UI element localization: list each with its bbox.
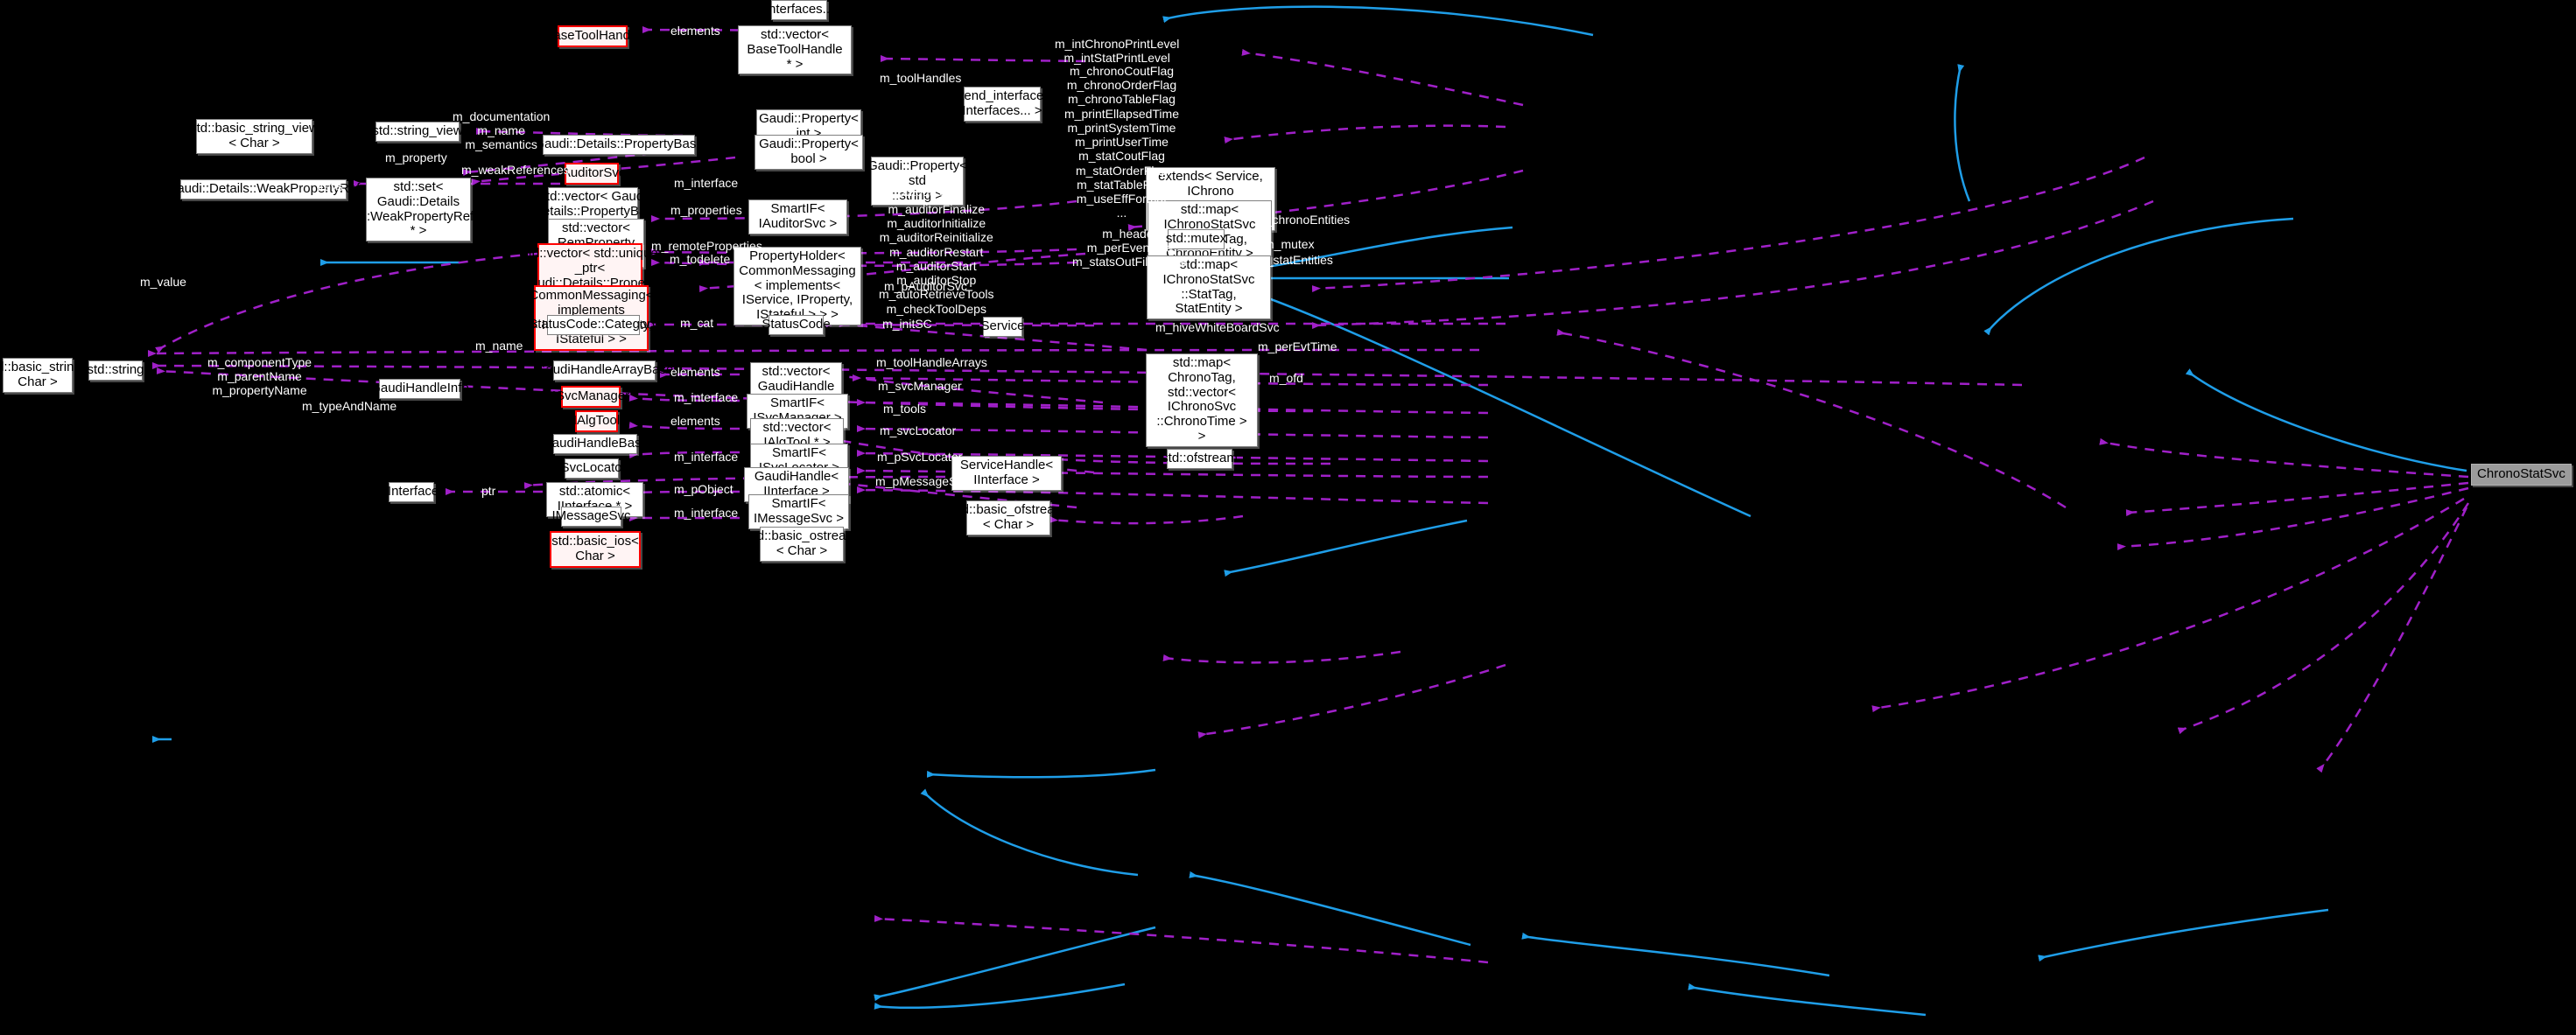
edge-label-lbl_ofd: m_ofd — [1269, 371, 1303, 385]
edge-label-lbl_properties: m_properties — [670, 203, 742, 217]
edge-label-lbl_initsc: m_initSC — [882, 317, 932, 331]
edge-label-lbl_remoteproperties: m_remoteProperties — [651, 239, 762, 253]
class-node-gaudihandlearraybase[interactable]: GaudiHandleArrayBase — [536, 360, 673, 381]
edge-label-lbl_ptr: ptr — [481, 484, 496, 498]
edge-label-lbl_weakreferences: m_weakReferences — [461, 163, 570, 177]
class-node-set_weakpropertyref[interactable]: std::set< Gaudi::Details::WeakPropertyRe… — [363, 178, 474, 242]
class-node-basic_ofstream[interactable]: std::basic_ofstream< Char > — [951, 500, 1065, 535]
class-node-imessagesvc[interactable]: IMessageSvc — [551, 507, 631, 527]
class-node-ofstream[interactable]: std::ofstream — [1162, 449, 1238, 469]
edge-label-lbl_statentities: m_statEntities — [1256, 253, 1333, 267]
class-node-chronostatsvc[interactable]: ChronoStatSvc — [2471, 464, 2572, 486]
class-node-servicehandle_iinterface[interactable]: ServiceHandle< IInterface > — [951, 456, 1062, 491]
class-node-statuscode[interactable]: StatusCode — [762, 315, 831, 335]
class-node-map_stattag_statentity[interactable]: std::map< IChronoStatSvc::StatTag, StatE… — [1147, 255, 1271, 320]
class-node-mutex[interactable]: std::mutex — [1166, 229, 1226, 249]
class-node-property_bool[interactable]: Gaudi::Property< bool > — [755, 135, 863, 170]
edge-label-lbl_interface_svcmgr: m_interface — [674, 390, 739, 404]
edge-label-lbl_pauditorsvc: m_pAuditorSvc — [884, 279, 967, 293]
edge-label-lbl_perevttime: m_perEvtTime — [1258, 339, 1337, 353]
class-node-basetoolhandle[interactable]: BaseToolHandle — [544, 25, 641, 47]
edge-label-lbl_interface_svcloc: m_interface — [674, 450, 739, 464]
class-node-property_string[interactable]: Gaudi::Property< std::string > — [867, 157, 967, 206]
edge-label-lbl_interface_msgsvc: m_interface — [674, 506, 739, 520]
class-node-propertyholder[interactable]: PropertyHolder< CommonMessaging< impleme… — [733, 247, 861, 325]
class-node-isvcmanager[interactable]: ISvcManager — [552, 386, 629, 408]
inheritance-edges — [152, 5, 2467, 1017]
edge-label-lbl_value: m_value — [140, 275, 186, 289]
class-node-basic_string_char[interactable]: std::basic_string<Char > — [0, 358, 89, 393]
edge-label-lbl_typeandname: m_typeAndName — [302, 399, 397, 413]
edge-label-lbl_toolhandles: m_toolHandles — [880, 71, 962, 85]
class-node-interfaces[interactable]: Interfaces... — [765, 0, 833, 20]
class-node-weakpropertyref[interactable]: Gaudi::Details::WeakPropertyRef — [167, 179, 360, 199]
class-node-ialgtool[interactable]: IAlgTool — [573, 410, 620, 432]
class-node-iauditorsvc[interactable]: IAuditorSvc — [558, 163, 625, 185]
class-node-string_view[interactable]: std::string_view — [372, 122, 463, 142]
edge-label-lbl_name: m_name — [475, 339, 523, 353]
class-node-gaudihandlebase[interactable]: GaudiHandleBase — [542, 434, 649, 454]
edge-label-lbl_outputlevel: m_outputLevel — [881, 185, 962, 199]
class-node-string[interactable]: std::string — [87, 360, 144, 381]
edge-label-lbl_elements_top: elements — [670, 24, 720, 38]
edge-label-lbl_mutex: m_mutex — [1264, 237, 1315, 251]
class-node-service[interactable]: Service — [980, 317, 1025, 337]
edge-label-lbl_chronoentities: m_chronoEntities — [1255, 213, 1351, 227]
class-node-map_chronotag_vector[interactable]: std::map< ChronoTag,std::vector< IChrono… — [1146, 353, 1258, 447]
edge-label-lbl_pmessagesvc: m_pMessageSvc — [875, 474, 970, 488]
class-node-basic_ostream[interactable]: std::basic_ostream< Char > — [747, 527, 857, 562]
edge-label-lbl_cat: m_cat — [680, 316, 714, 330]
class-node-extend_interfaces[interactable]: extend_interfaces<Interfaces... > — [946, 87, 1058, 122]
edge-label-lbl_elements_arraybase: elements — [670, 365, 720, 379]
edge-label-lbl_tools: m_tools — [883, 402, 927, 416]
edge-label-lbl_elements_ialgtool: elements — [670, 414, 720, 428]
edge-label-lbl_svcmanager: m_svcManager — [878, 379, 962, 393]
edge-label-lbl_pobject: m_pObject — [674, 482, 733, 496]
edge-label-lbl_svclocator: m_svcLocator — [880, 423, 957, 437]
edge-label-lbl_keys: keys — [318, 179, 343, 193]
class-node-gaudihandleinfo[interactable]: GaudiHandleInfo — [370, 379, 469, 399]
edge-label-lbl_property: m_property — [385, 150, 447, 164]
edge-label-lbl_todelete: m_todelete — [670, 252, 731, 266]
class-node-statuscode_category[interactable]: StatusCode::Category — [529, 315, 658, 335]
class-node-basic_string_view[interactable]: std::basic_string_view< Char > — [190, 119, 319, 154]
edge-label-lbl_toolhandlearrays: m_toolHandleArrays — [876, 355, 987, 369]
edge-label-lbl_interface_auditor: m_interface — [674, 176, 739, 190]
edge-label-lbl_hivewhiteboard: m_hiveWhiteBoardSvc — [1155, 320, 1280, 334]
class-node-isvclocator[interactable]: ISvcLocator — [557, 458, 627, 479]
edge-label-lbl_psvclocator: m_pSvcLocator — [877, 450, 963, 464]
class-node-basic_ios[interactable]: std::basic_ios< Char > — [550, 531, 641, 568]
class-node-iinterface[interactable]: IInterface — [384, 482, 439, 502]
class-node-propertybase[interactable]: Gaudi::Details::PropertyBase — [534, 135, 704, 155]
class-node-smartif_iauditorsvc[interactable]: SmartIF< IAuditorSvc > — [748, 199, 847, 234]
class-node-vector_basetoolhandle[interactable]: std::vector< BaseToolHandle * > — [738, 25, 852, 75]
class-node-smartif_imessagesvc[interactable]: SmartIF< IMessageSvc > — [748, 494, 849, 529]
